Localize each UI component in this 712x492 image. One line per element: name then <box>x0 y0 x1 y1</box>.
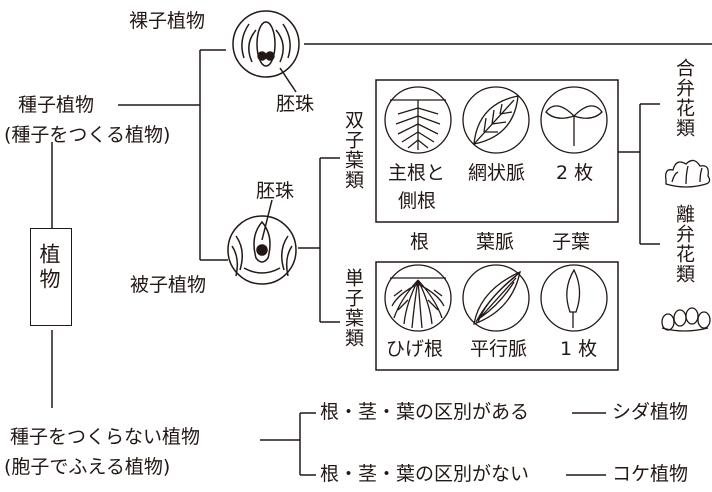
monocot-root-label: ひげ根 <box>386 338 444 360</box>
angio-flower-icon <box>227 215 297 285</box>
dicot-cotyledon-label: 2 枚 <box>556 162 594 184</box>
monocot-cotyledon-label: 1 枚 <box>560 338 598 360</box>
one-cotyledon-icon <box>540 264 608 332</box>
dicot-label: 双子葉類 <box>342 110 364 190</box>
gymno-ovule-pointer <box>279 67 297 93</box>
nonseed-subtitle: (胞子でふえる植物) <box>4 456 171 478</box>
angio-label: 被子植物 <box>130 274 207 296</box>
seed-title: 種子植物 <box>18 94 95 116</box>
dicot-vein-label: 網状脈 <box>468 162 526 184</box>
angio-ovule-pointer <box>261 199 273 241</box>
root-label: 植物 <box>37 243 61 293</box>
column-cotyledon: 子葉 <box>552 231 591 253</box>
angio-ovule-label: 胚珠 <box>256 180 295 202</box>
fern-result: シダ植物 <box>612 401 689 423</box>
seed-subtitle: (種子をつくる植物) <box>4 124 171 146</box>
parallel-vein-leaf-icon <box>462 264 530 332</box>
dicot-root-label-1: 主根と <box>388 162 446 184</box>
choripetalae-label: 離弁花類 <box>673 204 695 284</box>
gymno-label: 裸子植物 <box>129 10 206 32</box>
fused-petal-icon <box>665 159 711 188</box>
column-vein: 葉脈 <box>476 231 515 253</box>
monocot-vein-label: 平行脈 <box>470 338 528 360</box>
dicot-root-label-2: 側根 <box>398 190 437 212</box>
two-cotyledon-icon <box>540 86 608 154</box>
monocot-label: 単子葉類 <box>342 268 364 348</box>
nonseed-title: 種子をつくらない植物 <box>10 426 201 448</box>
gymno-ovule-label: 胚珠 <box>276 93 315 115</box>
net-vein-leaf-icon <box>462 86 530 154</box>
gymno-flower-icon <box>232 10 300 78</box>
fibrous-root-icon <box>384 264 452 332</box>
root-box: 植物 <box>30 228 72 326</box>
monocot-box <box>375 261 619 371</box>
moss-condition: 根・茎・葉の区別がない <box>320 463 530 485</box>
sympetalae-label: 合弁花類 <box>673 58 695 138</box>
dicot-box <box>375 79 619 223</box>
fern-condition: 根・茎・葉の区別がある <box>320 401 530 423</box>
taproot-icon <box>384 86 452 154</box>
column-root: 根 <box>410 231 430 253</box>
separate-petal-icon <box>661 307 711 332</box>
moss-result: コケ植物 <box>612 463 689 485</box>
